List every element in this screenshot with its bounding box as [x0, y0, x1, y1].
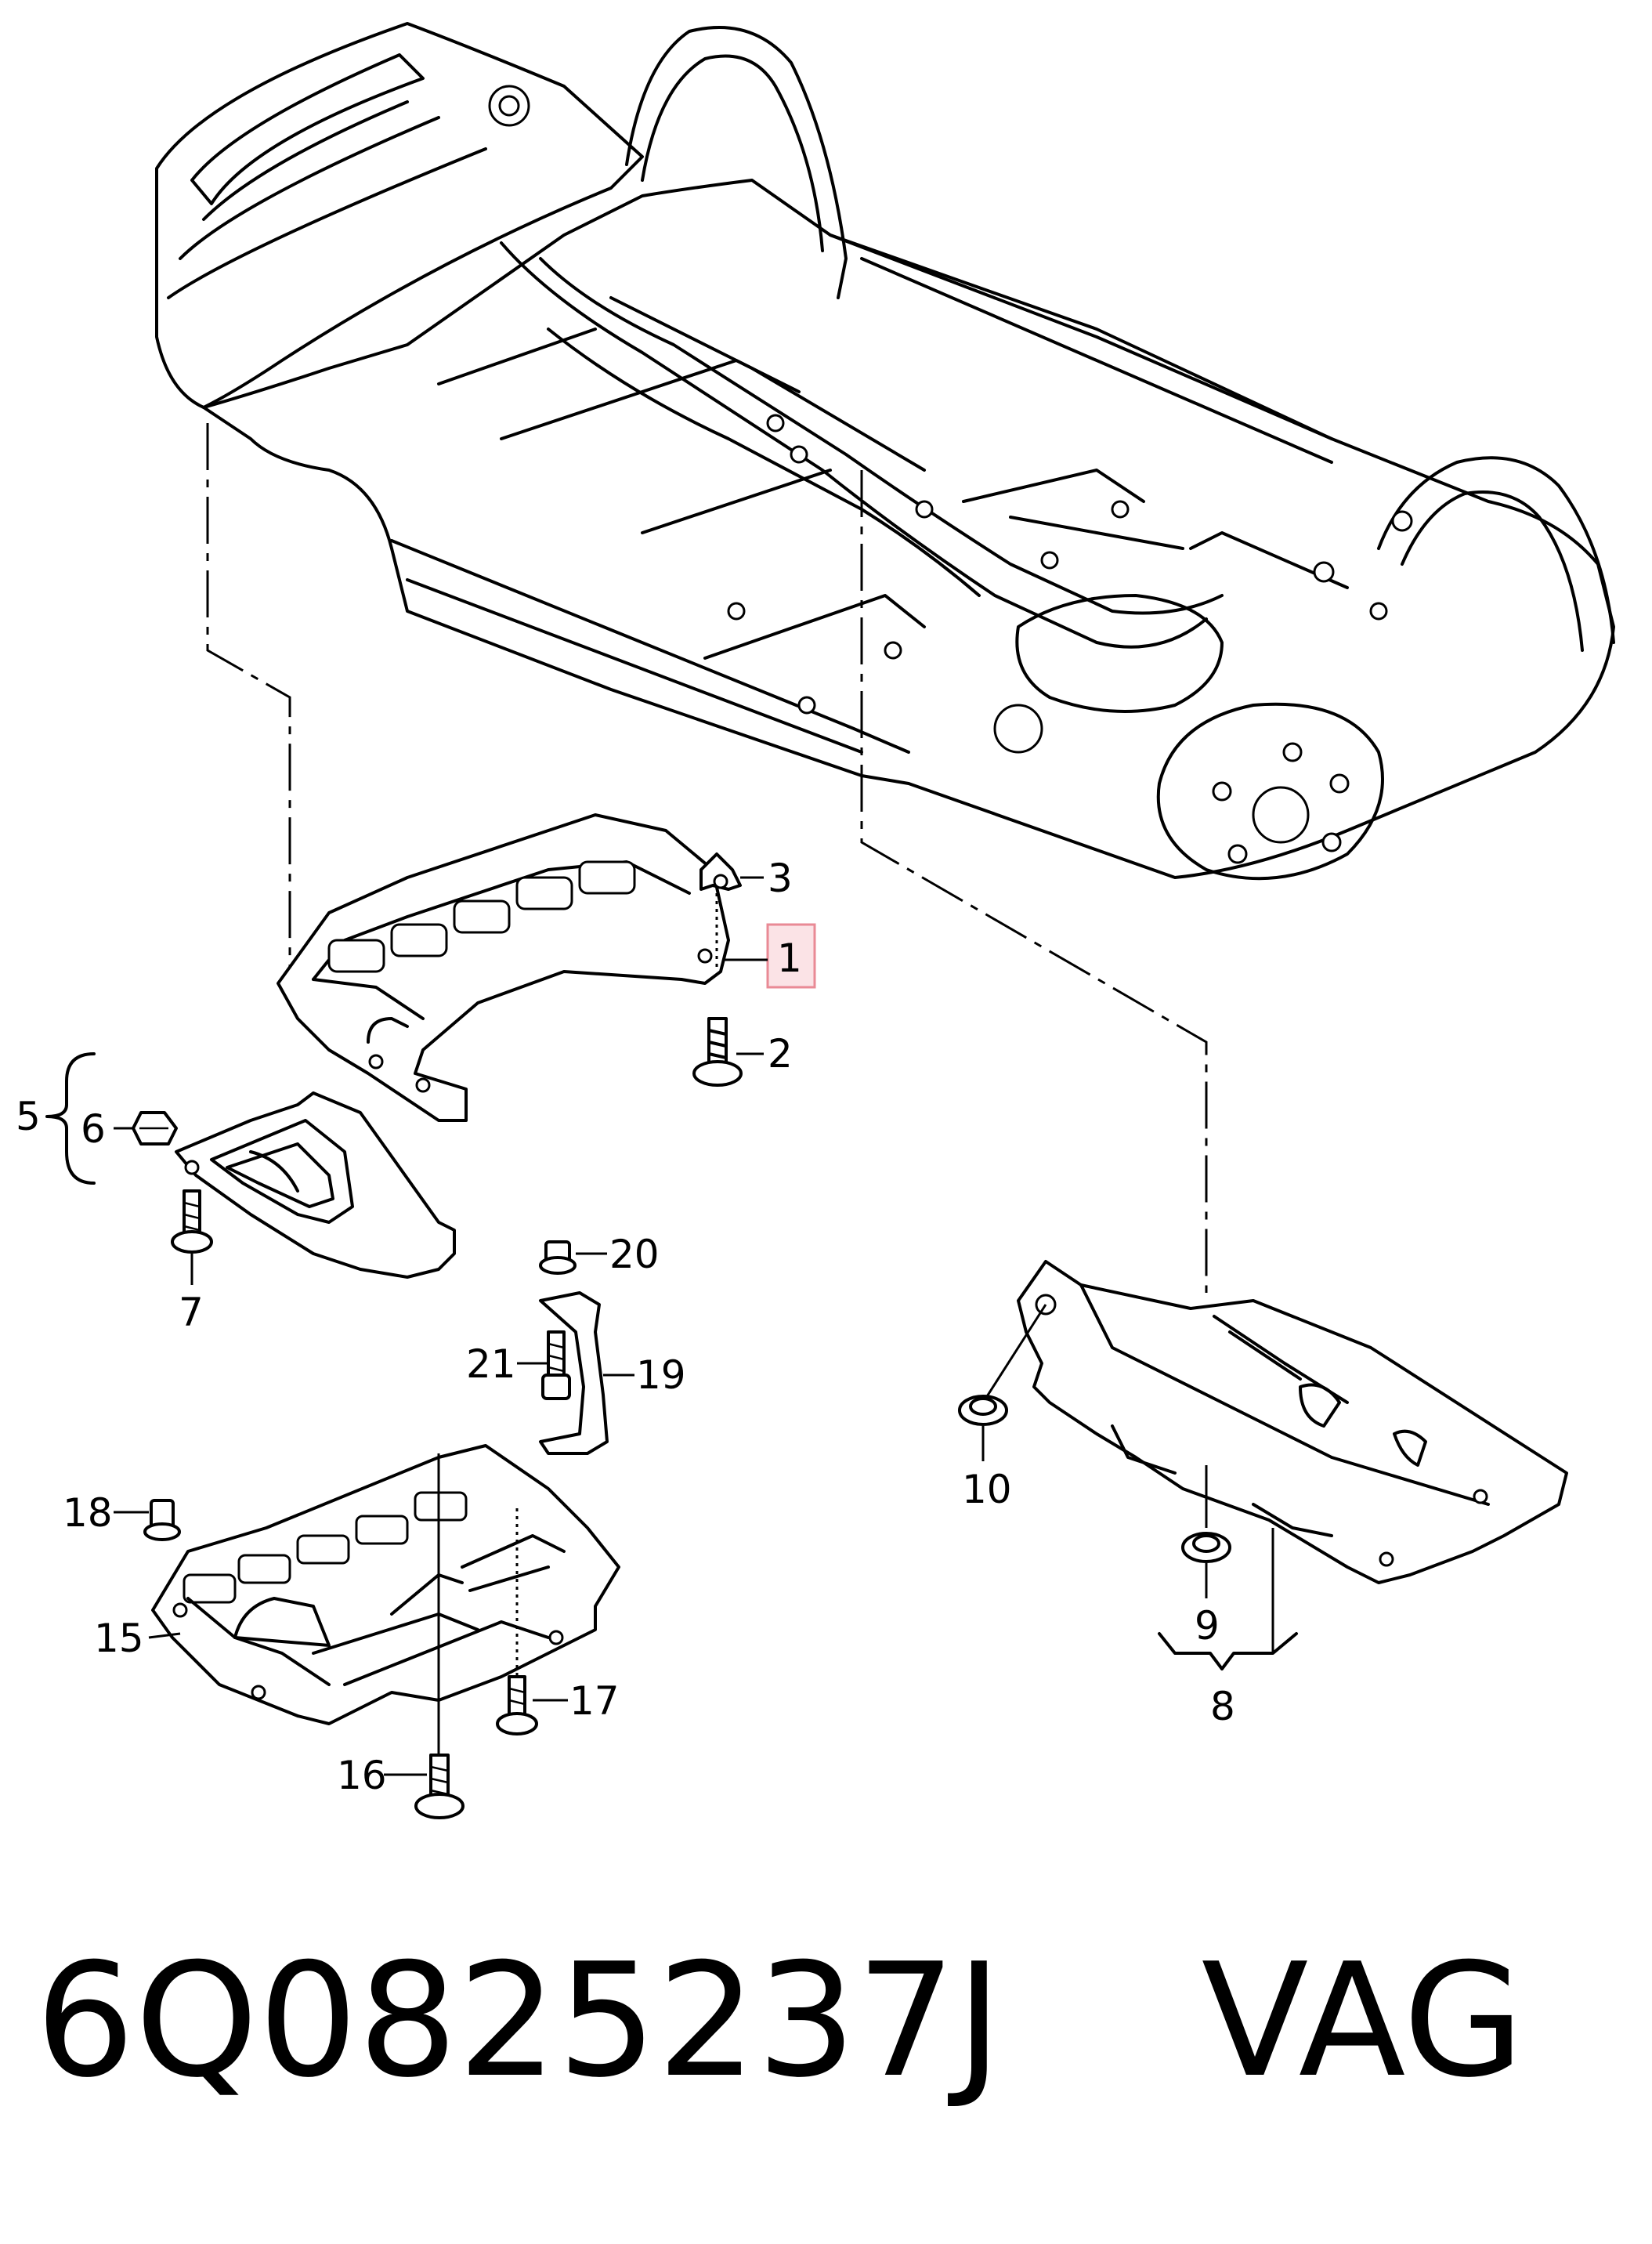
part-21-bolt — [541, 1330, 571, 1400]
callout-15[interactable]: 15 — [94, 1616, 144, 1661]
part-2-bolt — [692, 885, 743, 1087]
part-18-clip — [143, 1499, 181, 1541]
part-15-lower-undershield — [151, 1444, 620, 1725]
callout-18[interactable]: 18 — [63, 1490, 113, 1536]
part-8-rear-undershield — [1017, 1260, 1568, 1584]
callout-2[interactable]: 2 — [768, 1031, 793, 1077]
part-3-clip — [699, 852, 742, 891]
part-20-nut — [539, 1240, 577, 1275]
car-underbody-illustration — [155, 22, 1615, 881]
part-10-nut — [958, 1304, 1047, 1426]
part-9-nut — [1181, 1465, 1231, 1563]
callout-21[interactable]: 21 — [466, 1341, 516, 1387]
part-1-engine-undershield — [277, 813, 730, 1122]
part-5-side-cover — [175, 1091, 456, 1279]
callout-3[interactable]: 3 — [768, 856, 793, 901]
part-17-bolt — [496, 1508, 538, 1735]
callout-9[interactable]: 9 — [1195, 1603, 1220, 1649]
part-8-bracket — [1158, 1632, 1298, 1670]
callout-6[interactable]: 6 — [81, 1106, 106, 1152]
callout-8[interactable]: 8 — [1210, 1684, 1235, 1729]
part-number-footer: 6Q0825237J VAG — [35, 1930, 1524, 2112]
part-16-bolt — [414, 1453, 465, 1819]
callout-5[interactable]: 5 — [16, 1094, 41, 1139]
part-6-clip — [132, 1111, 178, 1146]
part-5-bracket — [45, 1052, 96, 1185]
callout-17[interactable]: 17 — [569, 1678, 620, 1724]
callout-16[interactable]: 16 — [337, 1753, 387, 1798]
callout-19[interactable]: 19 — [636, 1352, 686, 1398]
callout-labels: 1 3 2 5 6 7 20 21 19 18 15 17 16 10 9 8 — [16, 856, 1235, 1798]
connection-lines — [206, 423, 1208, 1293]
callout-10[interactable]: 10 — [962, 1467, 1012, 1512]
callout-20[interactable]: 20 — [609, 1232, 660, 1277]
part-7-screw — [171, 1189, 213, 1254]
callout-1[interactable]: 1 — [777, 936, 802, 981]
part-19-bracket — [539, 1291, 609, 1455]
callout-7[interactable]: 7 — [179, 1290, 204, 1335]
callout-1-highlight — [766, 923, 816, 989]
